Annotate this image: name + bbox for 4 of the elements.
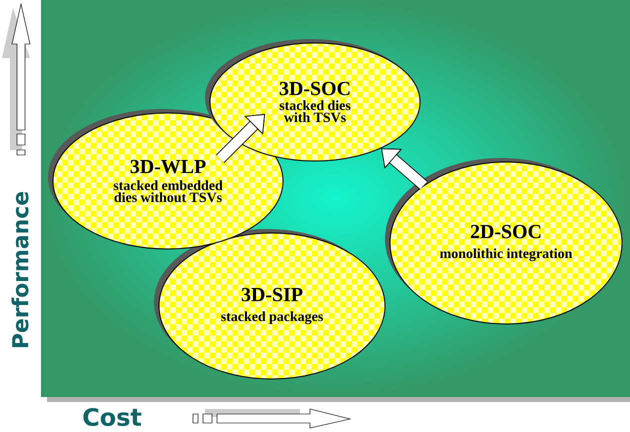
block-arrow: [381, 148, 428, 190]
axis-label: Performance: [12, 192, 28, 348]
axis-label: Cost: [83, 408, 142, 426]
block-arrow: [216, 114, 265, 164]
